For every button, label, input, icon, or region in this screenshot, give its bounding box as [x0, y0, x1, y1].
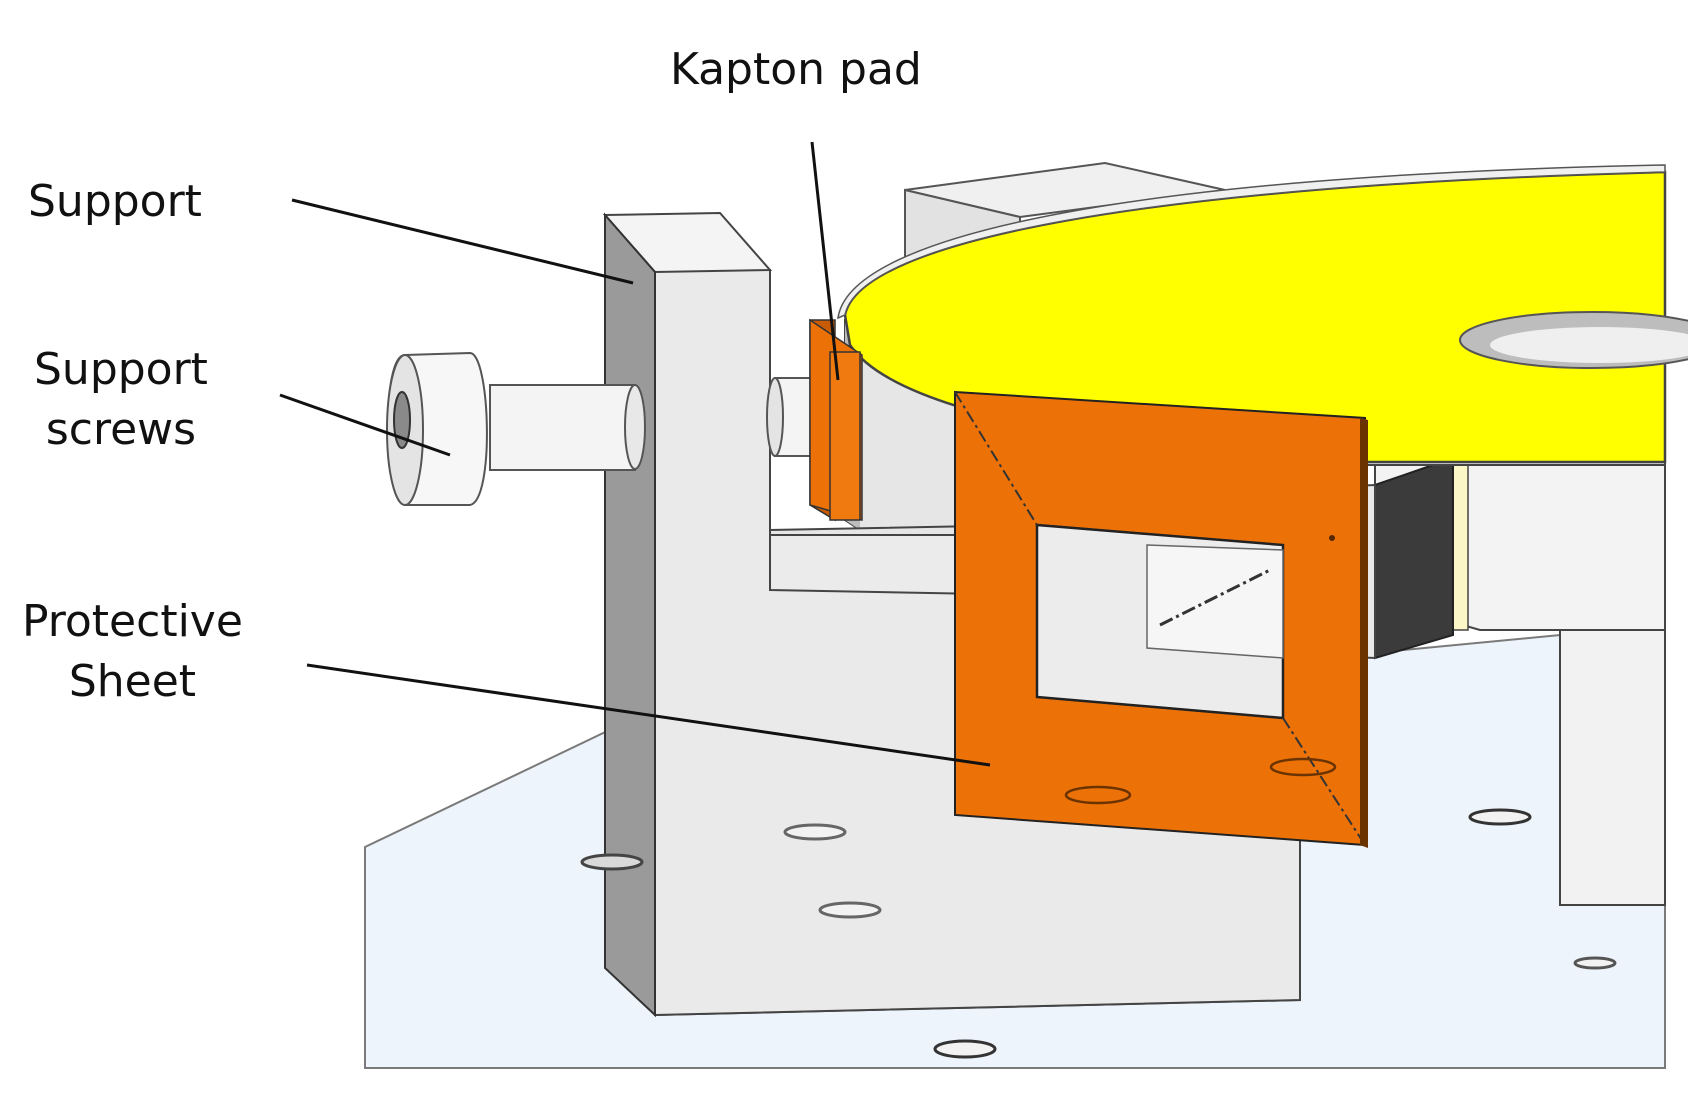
black-block: [1374, 456, 1454, 660]
sheet-diagonal: [1282, 717, 1366, 846]
label-support-screws-line1: Support: [34, 344, 208, 395]
window-view-inner: [1146, 544, 1284, 659]
leader-protective-sheet: [306, 663, 991, 767]
label-protective-sheet-line2: Sheet: [68, 656, 197, 707]
label-kapton-pad: Kapton pad: [670, 40, 922, 100]
screw-shaft-end: [624, 384, 646, 470]
label-protective-sheet-line1: Protective: [22, 596, 243, 647]
label-kapton-pad-text: Kapton pad: [670, 44, 922, 95]
sheet-hole: [1269, 757, 1337, 777]
label-protective-sheet: Protective Sheet: [22, 592, 243, 712]
plate-hole: [818, 901, 882, 919]
label-support: Support: [28, 172, 202, 232]
leader-kapton-pad: [810, 141, 840, 381]
screw-tip-face: [766, 377, 784, 457]
screw-socket: [393, 391, 411, 449]
disk-spacer-stripe: [1452, 459, 1469, 631]
disk-center-hole-inner: [1490, 327, 1688, 363]
window-dashdot: [1159, 568, 1271, 627]
label-support-screws-line2: screws: [45, 404, 197, 455]
sheet-edge: [1360, 418, 1368, 848]
right-block: [1559, 619, 1666, 906]
kapton-pad-face: [829, 351, 861, 521]
sheet-hole: [1064, 785, 1132, 805]
plate-hole: [580, 853, 644, 871]
label-support-text: Support: [28, 176, 202, 227]
plate-hole: [783, 823, 847, 841]
plate-hole: [933, 1039, 997, 1059]
plate-hole: [1573, 956, 1617, 970]
sheet-dot: [1329, 535, 1335, 541]
leader-support: [291, 198, 634, 285]
disk-rim: [837, 164, 1666, 320]
leader-support-screws: [279, 393, 451, 457]
support-upright-side: [604, 212, 656, 1018]
sheet-diagonal: [954, 391, 1038, 526]
plate-hole: [1468, 808, 1532, 826]
screw-shaft: [489, 384, 636, 471]
label-support-screws: Support screws: [34, 340, 208, 460]
